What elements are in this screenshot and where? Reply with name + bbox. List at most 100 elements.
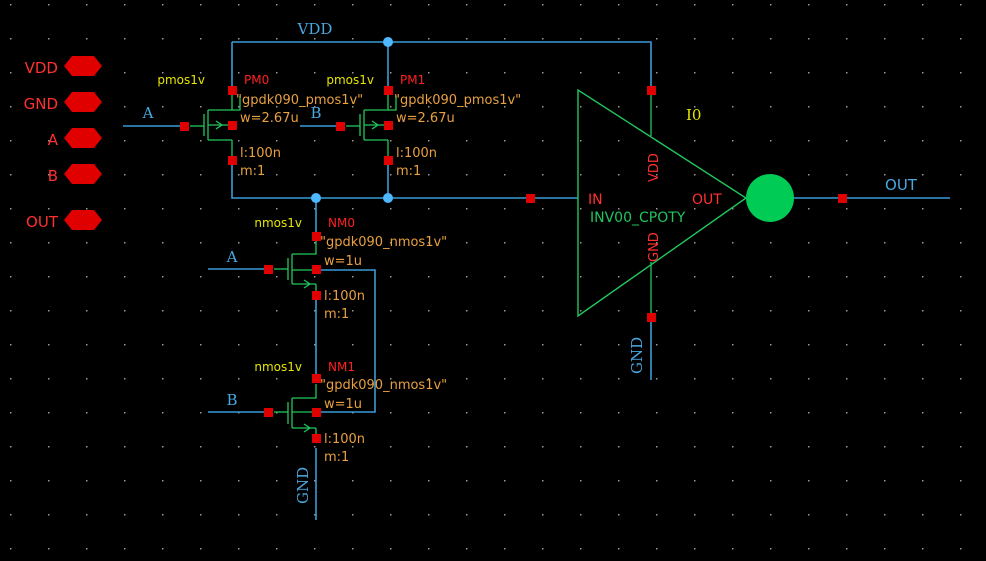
grid-dot xyxy=(200,174,202,176)
grid-dot xyxy=(694,208,696,210)
grid-dot xyxy=(352,514,354,516)
grid-dot xyxy=(732,514,734,516)
grid-dot xyxy=(884,446,886,448)
inverter-i0[interactable]: I0 IN OUT VDD GND INV00_CPOTY xyxy=(577,88,748,318)
grid-dot xyxy=(390,480,392,482)
term-inv-gnd xyxy=(647,313,656,322)
wire-pmos-drain-net[interactable] xyxy=(231,160,530,199)
grid-dot xyxy=(86,38,88,40)
grid-dot xyxy=(428,310,430,312)
grid-dot xyxy=(10,38,12,40)
grid-dot xyxy=(124,106,126,108)
grid-dot xyxy=(808,378,810,380)
grid-dot xyxy=(732,412,734,414)
grid-dot xyxy=(314,514,316,516)
grid-dot xyxy=(428,412,430,414)
output-bubble[interactable] xyxy=(746,174,794,222)
transistor-pm0[interactable]: pmos1v PM0 "gpdk090_pmos1v" w=2.67u l:10… xyxy=(157,73,363,179)
grid-dot xyxy=(162,72,164,74)
grid-dot xyxy=(352,276,354,278)
grid-dot xyxy=(314,344,316,346)
grid-dot xyxy=(390,344,392,346)
grid-dot xyxy=(884,4,886,6)
grid-dot xyxy=(428,140,430,142)
term-nm1-s xyxy=(312,434,321,443)
nm1-name: NM1 xyxy=(328,360,355,374)
grid-dot xyxy=(884,72,886,74)
nm0-body xyxy=(274,240,317,296)
pin-list: VDD GND A B OUT xyxy=(24,56,102,231)
net-label-vdd: VDD xyxy=(297,20,333,38)
transistor-nm0[interactable]: nmos1v NM0 "gpdk090_nmos1v" w=1u l:100n … xyxy=(254,216,447,322)
grid-dot xyxy=(276,514,278,516)
grid-dot xyxy=(428,208,430,210)
grid-dot xyxy=(86,446,88,448)
inverter-pin-out: OUT xyxy=(692,192,722,208)
grid-dot xyxy=(618,242,620,244)
pin-vdd[interactable]: VDD xyxy=(25,56,102,77)
grid-dot xyxy=(86,480,88,482)
grid-dot xyxy=(694,38,696,40)
grid-dot xyxy=(846,480,848,482)
grid-dot xyxy=(542,4,544,6)
grid-dot xyxy=(808,310,810,312)
grid-dot xyxy=(846,4,848,6)
grid-dot xyxy=(162,480,164,482)
pin-a[interactable]: A xyxy=(48,128,102,149)
grid-dot xyxy=(694,378,696,380)
grid-dot xyxy=(542,276,544,278)
grid-dot xyxy=(162,242,164,244)
transistor-nm1[interactable]: nmos1v NM1 "gpdk090_nmos1v" w=1u l:100n … xyxy=(254,360,447,465)
pin-out[interactable]: OUT xyxy=(26,210,102,231)
grid-dot xyxy=(48,446,50,448)
grid-dot xyxy=(922,140,924,142)
grid-dot xyxy=(580,548,582,550)
pm1-w: w=2.67u xyxy=(396,111,455,126)
grid-dot xyxy=(618,514,620,516)
grid-dot xyxy=(960,310,962,312)
grid-dot xyxy=(10,344,12,346)
grid-dot xyxy=(276,4,278,6)
grid-dot xyxy=(656,242,658,244)
pin-gnd[interactable]: GND xyxy=(24,92,102,113)
transistor-pm1[interactable]: pmos1v PM1 "gpdk090_pmos1v" w=2.67u l:10… xyxy=(326,73,521,179)
grid-dot xyxy=(656,276,658,278)
grid-dot xyxy=(732,344,734,346)
grid-dot xyxy=(694,276,696,278)
grid-dot xyxy=(542,344,544,346)
grid-dot xyxy=(276,242,278,244)
wire-nmos-body[interactable] xyxy=(316,269,376,413)
grid-dot xyxy=(770,72,772,74)
pin-b[interactable]: B xyxy=(48,164,102,185)
grid-dot xyxy=(960,446,962,448)
grid-dot xyxy=(808,38,810,40)
nm0-m: m:1 xyxy=(324,307,349,322)
term-nm0-s xyxy=(312,291,321,300)
grid-dot xyxy=(352,4,354,6)
grid-dot xyxy=(770,140,772,142)
grid-dot xyxy=(960,72,962,74)
net-label-a-pmos: A xyxy=(142,104,154,122)
grid-dot xyxy=(466,446,468,448)
grid-dot xyxy=(922,38,924,40)
pm1-m: m:1 xyxy=(396,164,421,179)
grid-dot xyxy=(580,4,582,6)
grid-dot xyxy=(86,344,88,346)
grid-dot xyxy=(162,276,164,278)
grid-dot xyxy=(276,344,278,346)
grid-dot xyxy=(732,310,734,312)
nm1-l: l:100n xyxy=(324,432,365,447)
grid-dot xyxy=(10,174,12,176)
grid-dot xyxy=(656,344,658,346)
grid-dot xyxy=(808,174,810,176)
grid-dot xyxy=(48,140,50,142)
grid-dot xyxy=(428,480,430,482)
wire-vdd-bus[interactable] xyxy=(232,41,652,90)
grid-dot xyxy=(48,378,50,380)
grid-dot xyxy=(618,480,620,482)
term-pm1-d xyxy=(384,156,393,165)
grid-dot xyxy=(10,446,12,448)
grid-dot xyxy=(504,548,506,550)
term-pm0-g xyxy=(180,122,189,131)
